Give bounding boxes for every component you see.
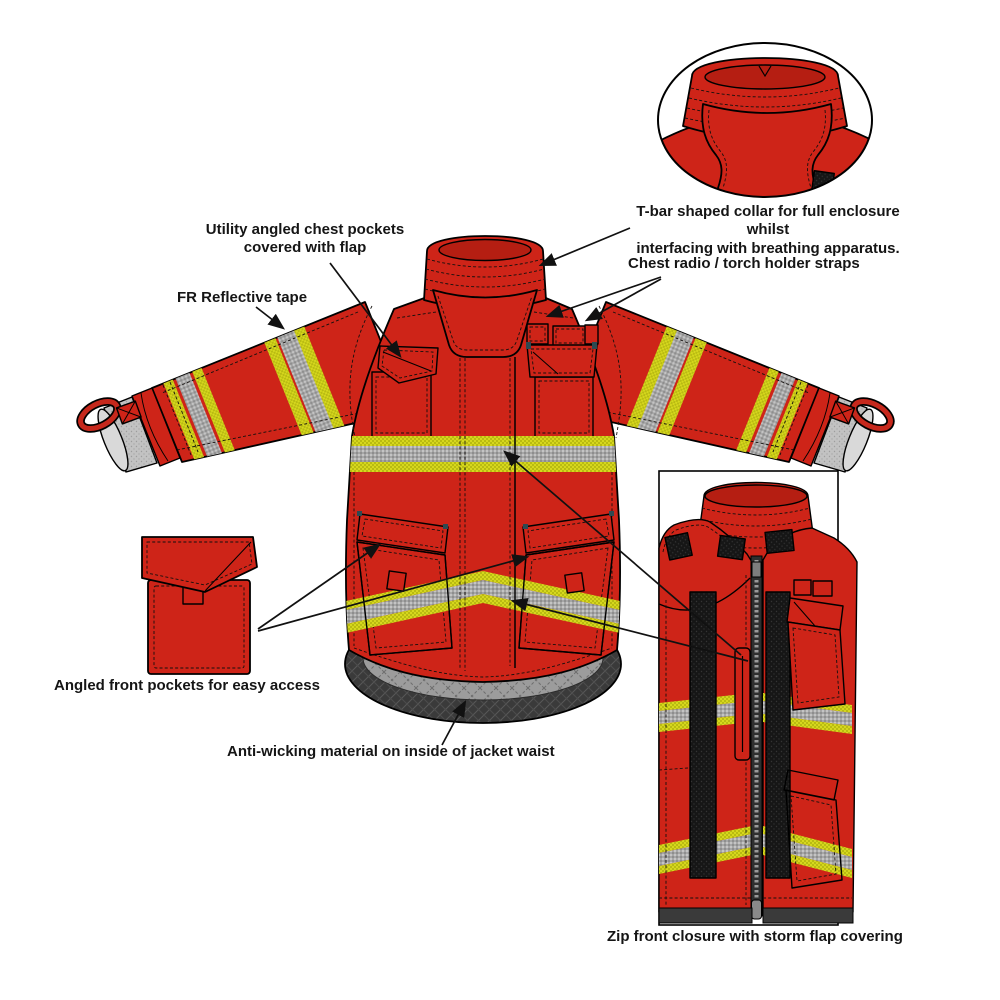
label-angled-front-pockets: Angled front pockets for easy access: [54, 677, 320, 694]
chest-reflective-band: [345, 436, 621, 472]
side-waist-pocket: [783, 769, 843, 889]
side-radio-straps: [793, 579, 833, 597]
zip-closure: [750, 555, 763, 920]
label-fr-reflective-tape: FR Reflective tape: [177, 289, 308, 306]
label-utility-pockets: Utility angled chest pockets covered wit…: [205, 221, 405, 257]
collar-tbar-flap: [432, 289, 538, 358]
chest-pocket-left: [371, 345, 439, 438]
pocket-detail-inset: [141, 536, 258, 675]
front-view-illustration: [76, 235, 895, 724]
storm-flap-lines: [459, 357, 516, 671]
storm-flap-velcro-strip: [765, 591, 791, 879]
collar-detail-inset: [657, 42, 873, 198]
annotation-arrows: [255, 227, 749, 746]
label-tbar-collar: T-bar shaped collar for full enclosure w…: [636, 203, 900, 257]
storm-flap-velcro-strip: [689, 591, 717, 879]
radio-strap: [526, 323, 599, 347]
side-chest-pocket: [786, 597, 846, 711]
zip-detail-inset: [658, 470, 858, 926]
collar: [423, 235, 547, 358]
label-anti-wicking: Anti-wicking material on inside of jacke…: [227, 743, 555, 760]
label-radio-straps: Chest radio / torch holder straps: [628, 255, 860, 272]
sleeve: [76, 301, 410, 473]
cuff-loop: [76, 397, 142, 433]
chest-pocket-right: [526, 342, 598, 438]
waist-pocket-flaps: [356, 511, 615, 554]
zip-garage-flap: [734, 647, 751, 761]
label-zip-closure: Zip front closure with storm flap coveri…: [607, 928, 903, 945]
